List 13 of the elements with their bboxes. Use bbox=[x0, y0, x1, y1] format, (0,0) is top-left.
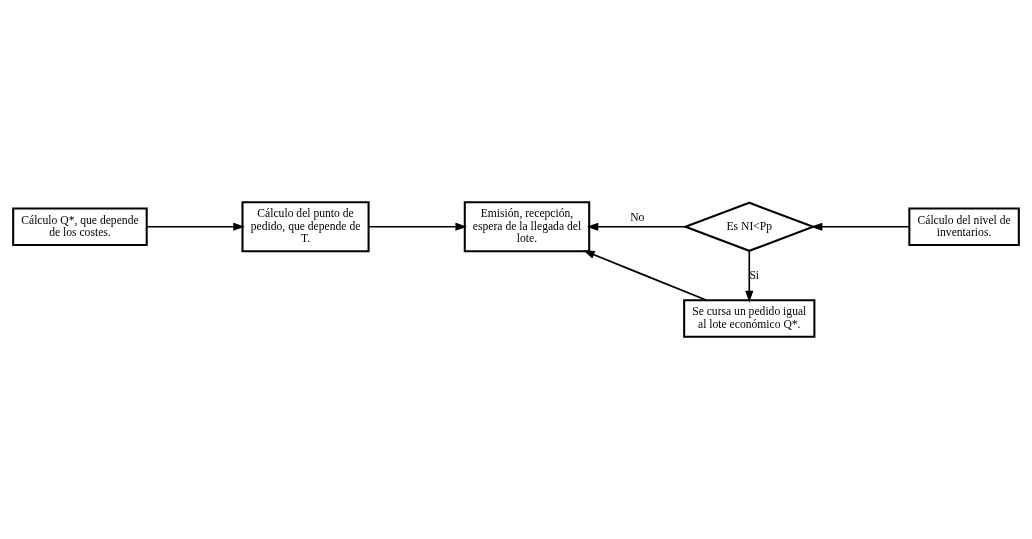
arrow bbox=[367, 222, 468, 231]
arrow bbox=[586, 222, 686, 231]
arrow bbox=[810, 222, 911, 231]
node-box: Se cursa un pedido igual al lote económico Q*. bbox=[683, 299, 816, 338]
arrow bbox=[146, 222, 245, 231]
edge-label: Si bbox=[749, 268, 760, 282]
edge-label: No bbox=[630, 211, 645, 225]
arrow bbox=[583, 250, 707, 301]
node-box: Cálculo del punto de pedido, que depende de T. bbox=[241, 201, 370, 253]
arrow bbox=[745, 250, 754, 303]
node-box: Emisión, recepción, espera de la llegada del lote. bbox=[463, 201, 591, 253]
node-box: Cálculo Q*, que depende de los costes. bbox=[12, 207, 148, 247]
node-box: Cálculo del nivel de inventarios. bbox=[908, 207, 1020, 247]
